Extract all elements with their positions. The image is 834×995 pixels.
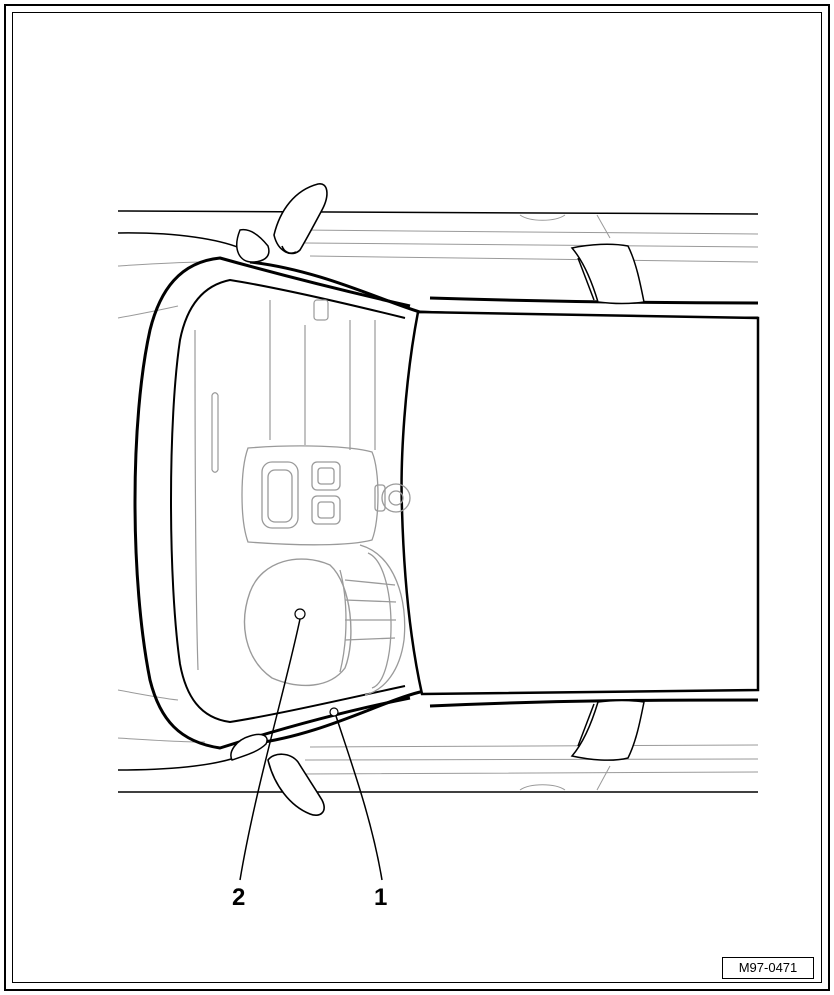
side-mirrors: [267, 183, 328, 816]
b-pillars: [570, 243, 645, 761]
callout-2-label: 2: [232, 884, 246, 911]
windshield-inner: [170, 278, 406, 724]
steering-wheel: [339, 544, 406, 696]
roof-panel: [400, 310, 760, 696]
dashboard-details: [194, 299, 376, 671]
body-outline: [117, 210, 759, 793]
diagram-inner-border: [12, 12, 822, 983]
passenger-airbag: [243, 558, 352, 687]
callout-1-label: 1: [374, 884, 388, 911]
connector-location: [329, 707, 339, 717]
center-console: [241, 445, 411, 546]
a-pillars: [230, 228, 270, 761]
figure-code-label: M97-0471: [722, 957, 814, 979]
windshield-frame: [133, 256, 411, 750]
callout-leaders: [239, 618, 383, 881]
